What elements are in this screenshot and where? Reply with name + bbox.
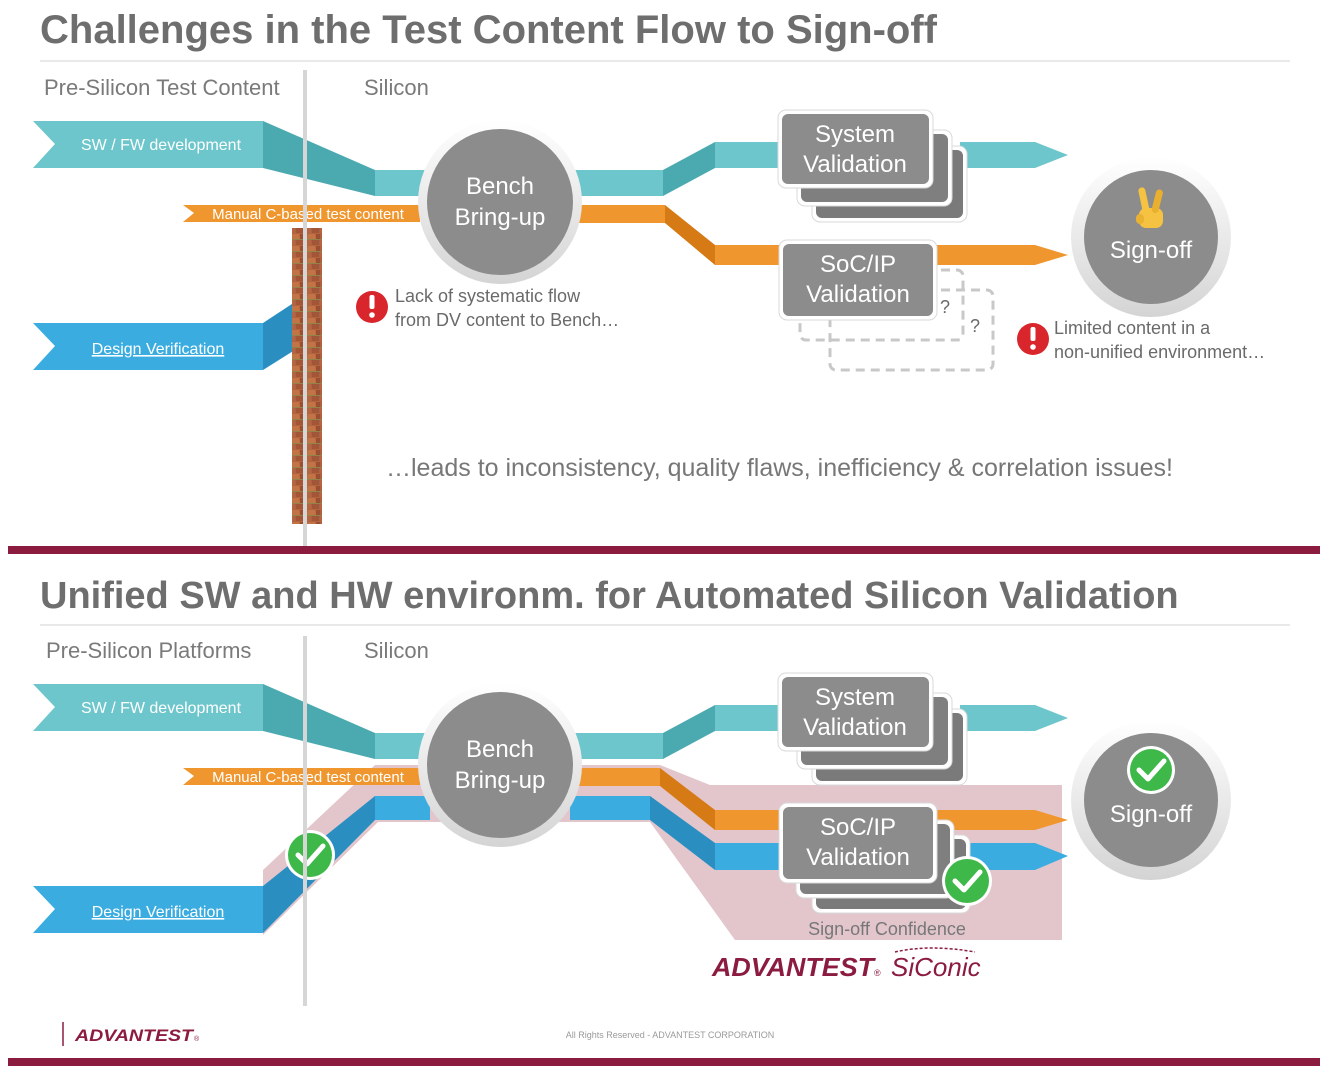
top-silicon-header: Silicon [364,75,429,100]
bottom-bench-line1: Bench [466,736,534,763]
top-system-line1: System [815,121,895,148]
top-bench-line2: Bring-up [455,204,546,231]
top-sw-fw-label: SW / FW development [81,137,242,154]
bottom-sw-fw-flow: SW / FW development [33,684,1068,759]
top-system-validation: System Validation [777,109,968,223]
top-sw-fw-flow: SW / FW development [33,121,1068,196]
advantest-reg-mark: ® [874,968,881,978]
crossed-fingers-icon [1136,187,1163,228]
section-separator [8,546,1320,554]
bottom-system-validation: System Validation [777,672,968,786]
top-warning-1: Lack of systematic flow from DV content … [356,286,619,330]
top-signoff: Sign-off [1071,157,1231,317]
bottom-soc-line2: Validation [806,844,910,871]
bottom-signoff-label: Sign-off [1110,801,1193,828]
top-warning-2: Limited content in a non-unified environ… [1017,318,1265,362]
top-warning-2-line2: non-unified environment… [1054,342,1265,362]
top-question-2: ? [970,316,980,336]
bottom-section: Unified SW and HW environm. for Automate… [33,575,1290,982]
top-system-line2: Validation [803,151,907,178]
top-warning-1-line1: Lack of systematic flow [395,286,581,306]
footer-logo-reg: ® [194,1035,200,1043]
top-dv-flow: Design Verification [33,300,298,370]
top-warning-1-line2: from DV content to Bench… [395,310,619,330]
bottom-system-line2: Validation [803,714,907,741]
bottom-pre-silicon-header: Pre-Silicon Platforms [46,638,251,663]
check-icon [1127,746,1175,794]
bottom-dv-label: Design Verification [92,904,225,921]
top-consequence: …leads to inconsistency, quality flaws, … [386,454,1173,482]
bottom-silicon-header: Silicon [364,638,429,663]
bottom-bench-line2: Bring-up [455,767,546,794]
advantest-siconic-logo: ADVANTEST ® SiConic [711,947,981,982]
bottom-system-line1: System [815,684,895,711]
bottom-manual-c-flow: Manual C-based test content [183,768,1068,830]
top-manual-c-flow: Manual C-based test content [183,205,1068,265]
top-dv-label: Design Verification [92,341,225,358]
check-icon [942,856,992,906]
bottom-soc-line1: SoC/IP [820,814,896,841]
bottom-signoff: Sign-off [1071,720,1231,880]
top-title: Challenges in the Test Content Flow to S… [40,8,938,52]
footer-copyright: All Rights Reserved - ADVANTEST CORPORAT… [566,1030,775,1040]
top-question-1: ? [940,297,950,317]
bottom-bench-bringup: Bench Bring-up [418,683,582,847]
top-warning-2-line1: Limited content in a [1054,318,1211,338]
pre-silicon-divider-top [303,70,307,548]
signoff-confidence-label: Sign-off Confidence [808,919,966,939]
bottom-manual-c-label: Manual C-based test content [212,769,405,786]
pre-silicon-divider-bottom [303,636,307,1006]
top-soc-validation: SoC/IP Validation [778,239,938,321]
top-soc-line2: Validation [806,281,910,308]
bottom-soc-validation: SoC/IP Validation [778,802,971,914]
bottom-title: Unified SW and HW environm. for Automate… [40,575,1179,617]
siconic-wordmark: SiConic [891,952,981,982]
top-soc-line1: SoC/IP [820,251,896,278]
top-pre-silicon-header: Pre-Silicon Test Content [44,75,280,100]
top-bench-line1: Bench [466,173,534,200]
top-manual-c-label: Manual C-based test content [212,206,405,223]
top-section: Challenges in the Test Content Flow to S… [33,8,1290,524]
footer: ADVANTEST ® All Rights Reserved - ADVANT… [62,1022,775,1046]
advantest-wordmark: ADVANTEST [711,952,876,982]
footer-bar [8,1058,1320,1066]
top-bench-bringup: Bench Bring-up [418,120,582,284]
footer-logo: ADVANTEST [74,1026,195,1045]
top-signoff-label: Sign-off [1110,237,1193,264]
check-icon [285,830,335,880]
bottom-sw-fw-label: SW / FW development [81,700,242,717]
